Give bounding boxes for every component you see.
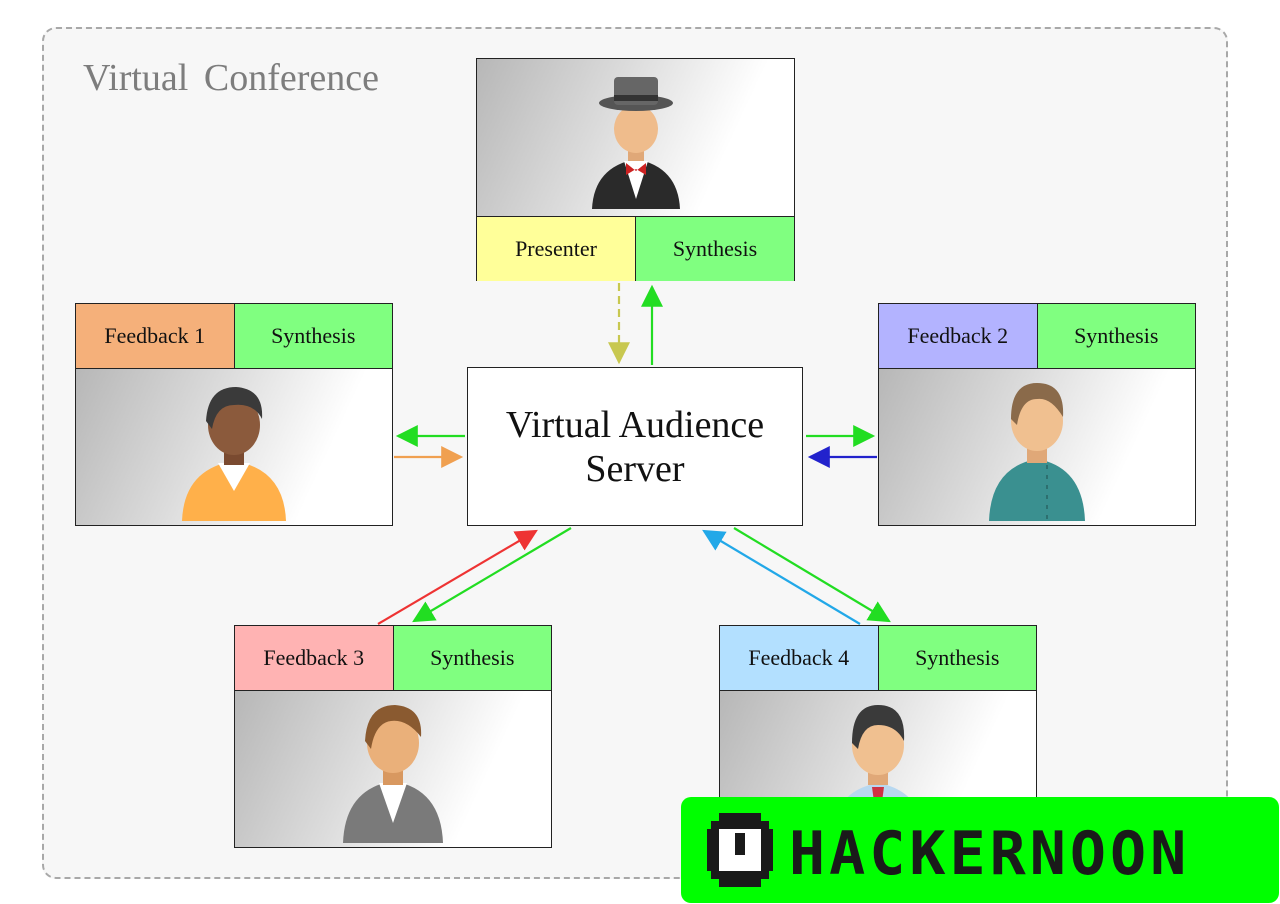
feedback3-synthesis-label: Synthesis [392, 626, 551, 690]
virtual-audience-server: Virtual Audience Server [467, 367, 803, 526]
feedback2-role-label: Feedback 2 [879, 304, 1037, 368]
server-label-line1: Virtual Audience [505, 403, 765, 446]
presenter-synthesis-label: Synthesis [635, 217, 794, 281]
server-to-feedback3-arrow [412, 527, 572, 623]
feedback3-avatar-icon [343, 705, 443, 843]
feedback4-to-server-arrow [702, 529, 861, 625]
hackernoon-helmet-icon [707, 813, 773, 887]
feedback3-card: Feedback 3 Synthesis [234, 625, 552, 848]
presenter-role-label: Presenter [477, 217, 635, 281]
server-label-line2: Server [585, 447, 685, 490]
feedback2-synthesis-label: Synthesis [1036, 304, 1195, 368]
feedback1-avatar-icon [182, 387, 286, 521]
hackernoon-wordmark: HACKERNOON [789, 819, 1191, 889]
hackernoon-logo: HACKERNOON [681, 797, 1279, 903]
feedback3-role-label: Feedback 3 [235, 626, 393, 690]
server-to-feedback4-arrow [733, 527, 891, 623]
feedback1-synthesis-label: Synthesis [233, 304, 392, 368]
feedback4-role-label: Feedback 4 [720, 626, 878, 690]
feedback1-card: Feedback 1 Synthesis [75, 303, 393, 526]
feedback3-to-server-arrow [377, 529, 538, 625]
presenter-card: Presenter Synthesis [476, 58, 795, 281]
feedback1-video [76, 369, 392, 525]
feedback1-role-label: Feedback 1 [76, 304, 234, 368]
feedback2-avatar-icon [989, 383, 1085, 521]
presenter-video [477, 59, 794, 216]
feedback4-synthesis-label: Synthesis [877, 626, 1036, 690]
feedback3-video [235, 691, 551, 847]
feedback2-video [879, 369, 1195, 525]
virtual-conference-title: Virtual Conference [83, 57, 379, 99]
feedback2-card: Feedback 2 Synthesis [878, 303, 1196, 526]
presenter-avatar-icon [591, 77, 680, 209]
